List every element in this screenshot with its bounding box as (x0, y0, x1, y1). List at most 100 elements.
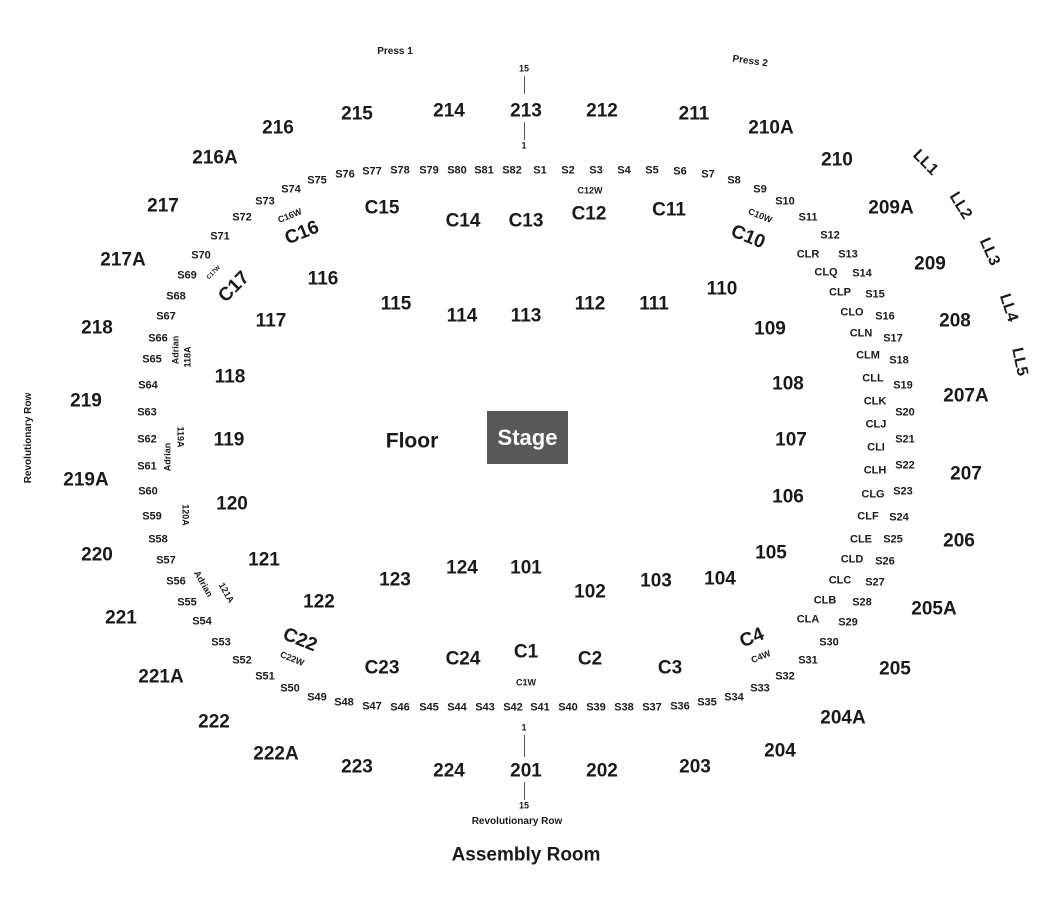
suite-S72[interactable]: S72 (232, 211, 252, 224)
loge-CLH[interactable]: CLH (863, 464, 887, 477)
suite-S66[interactable]: S66 (148, 332, 168, 345)
suite-S18[interactable]: S18 (889, 354, 909, 367)
club-C14[interactable]: C14 (445, 210, 481, 232)
section-123[interactable]: 123 (379, 569, 411, 591)
suite-S9[interactable]: S9 (753, 183, 767, 196)
suite-S3[interactable]: S3 (589, 164, 603, 177)
suite-S1[interactable]: S1 (533, 164, 547, 177)
suite-S8[interactable]: S8 (727, 174, 741, 187)
section-217[interactable]: 217 (147, 195, 179, 217)
floor-label[interactable]: Floor (385, 429, 439, 453)
suite-S21[interactable]: S21 (895, 433, 915, 446)
suite-S28[interactable]: S28 (852, 596, 872, 609)
section-210A[interactable]: 210A (748, 117, 794, 139)
suite-S24[interactable]: S24 (889, 511, 909, 524)
suite-S32[interactable]: S32 (775, 670, 795, 683)
suite-S17[interactable]: S17 (883, 332, 903, 345)
suite-S37[interactable]: S37 (642, 701, 662, 714)
club-C10[interactable]: C10 (727, 220, 769, 254)
club-C2[interactable]: C2 (577, 648, 603, 670)
section-111[interactable]: 111 (639, 293, 669, 315)
suite-S55[interactable]: S55 (177, 596, 197, 609)
loge-LL1[interactable]: LL1 (909, 146, 942, 179)
loge-CLC[interactable]: CLC (828, 574, 852, 587)
section-109[interactable]: 109 (754, 318, 786, 340)
suite-S64[interactable]: S64 (138, 379, 158, 392)
section-215[interactable]: 215 (341, 103, 373, 125)
suite-S73[interactable]: S73 (255, 195, 275, 208)
suite-S48[interactable]: S48 (334, 696, 354, 709)
section-204[interactable]: 204 (764, 740, 796, 762)
suite-S78[interactable]: S78 (390, 164, 410, 177)
section-110[interactable]: 110 (706, 278, 738, 300)
suite-S44[interactable]: S44 (447, 701, 467, 714)
section-205A[interactable]: 205A (911, 598, 957, 620)
suite-S7[interactable]: S7 (701, 168, 715, 181)
section-207[interactable]: 207 (950, 463, 982, 485)
suite-S74[interactable]: S74 (281, 183, 301, 196)
suite-S14[interactable]: S14 (852, 267, 872, 280)
section-206[interactable]: 206 (943, 530, 975, 552)
suite-S13[interactable]: S13 (838, 248, 858, 261)
section-117[interactable]: 117 (255, 310, 287, 332)
suite-S23[interactable]: S23 (893, 485, 913, 498)
suite-S79[interactable]: S79 (419, 164, 439, 177)
section-116[interactable]: 116 (307, 268, 339, 290)
suite-S41[interactable]: S41 (530, 701, 550, 714)
club-C17[interactable]: C17 (214, 267, 254, 307)
loge-CLL[interactable]: CLL (862, 372, 884, 385)
section-216[interactable]: 216 (262, 117, 294, 139)
club-C15[interactable]: C15 (364, 197, 400, 219)
loge-CLO[interactable]: CLO (840, 306, 864, 319)
suite-S2[interactable]: S2 (561, 164, 575, 177)
section-223[interactable]: 223 (341, 756, 373, 778)
section-120[interactable]: 120 (216, 493, 248, 515)
suite-S60[interactable]: S60 (138, 485, 158, 498)
club-C4[interactable]: C4 (736, 623, 768, 653)
loge-LL2[interactable]: LL2 (945, 189, 976, 223)
section-124[interactable]: 124 (446, 557, 478, 579)
club-wall-C10W[interactable]: C10W (746, 206, 774, 225)
section-202[interactable]: 202 (586, 760, 618, 782)
suite-S67[interactable]: S67 (156, 310, 176, 323)
suite-S45[interactable]: S45 (419, 701, 439, 714)
club-wall-C17W[interactable]: C17W (205, 264, 223, 282)
section-114[interactable]: 114 (446, 305, 478, 327)
suite-S63[interactable]: S63 (137, 406, 157, 419)
suite-S57[interactable]: S57 (156, 554, 176, 567)
suite-S58[interactable]: S58 (148, 533, 168, 546)
section-115[interactable]: 115 (380, 293, 412, 315)
section-221A[interactable]: 221A (138, 666, 184, 688)
suite-S65[interactable]: S65 (142, 353, 162, 366)
club-C12[interactable]: C12 (571, 203, 607, 225)
suite-S33[interactable]: S33 (750, 682, 770, 695)
section-205[interactable]: 205 (879, 658, 911, 680)
suite-S49[interactable]: S49 (307, 691, 327, 704)
suite-S42[interactable]: S42 (503, 701, 523, 714)
suite-S5[interactable]: S5 (645, 164, 659, 177)
suite-S51[interactable]: S51 (255, 670, 275, 683)
club-C13[interactable]: C13 (508, 210, 544, 232)
suite-S52[interactable]: S52 (232, 654, 252, 667)
suite-S77[interactable]: S77 (362, 165, 382, 178)
stage[interactable]: Stage (487, 411, 568, 464)
loge-CLA[interactable]: CLA (796, 613, 820, 626)
loge-LL5[interactable]: LL5 (1008, 346, 1031, 378)
section-113[interactable]: 113 (510, 305, 542, 327)
section-106[interactable]: 106 (772, 486, 804, 508)
club-C1[interactable]: C1 (513, 641, 539, 663)
section-105[interactable]: 105 (755, 542, 787, 564)
suite-S25[interactable]: S25 (883, 533, 903, 546)
suite-S10[interactable]: S10 (775, 195, 795, 208)
loge-CLJ[interactable]: CLJ (865, 418, 887, 431)
club-C23[interactable]: C23 (364, 657, 400, 679)
suite-S69[interactable]: S69 (177, 269, 197, 282)
suite-S29[interactable]: S29 (838, 616, 858, 629)
suite-S35[interactable]: S35 (697, 696, 717, 709)
loge-CLR[interactable]: CLR (796, 248, 820, 261)
suite-S68[interactable]: S68 (166, 290, 186, 303)
club-C11[interactable]: C11 (652, 199, 686, 221)
section-219[interactable]: 219 (70, 390, 102, 412)
loge-CLM[interactable]: CLM (856, 349, 880, 362)
suite-S26[interactable]: S26 (875, 555, 895, 568)
